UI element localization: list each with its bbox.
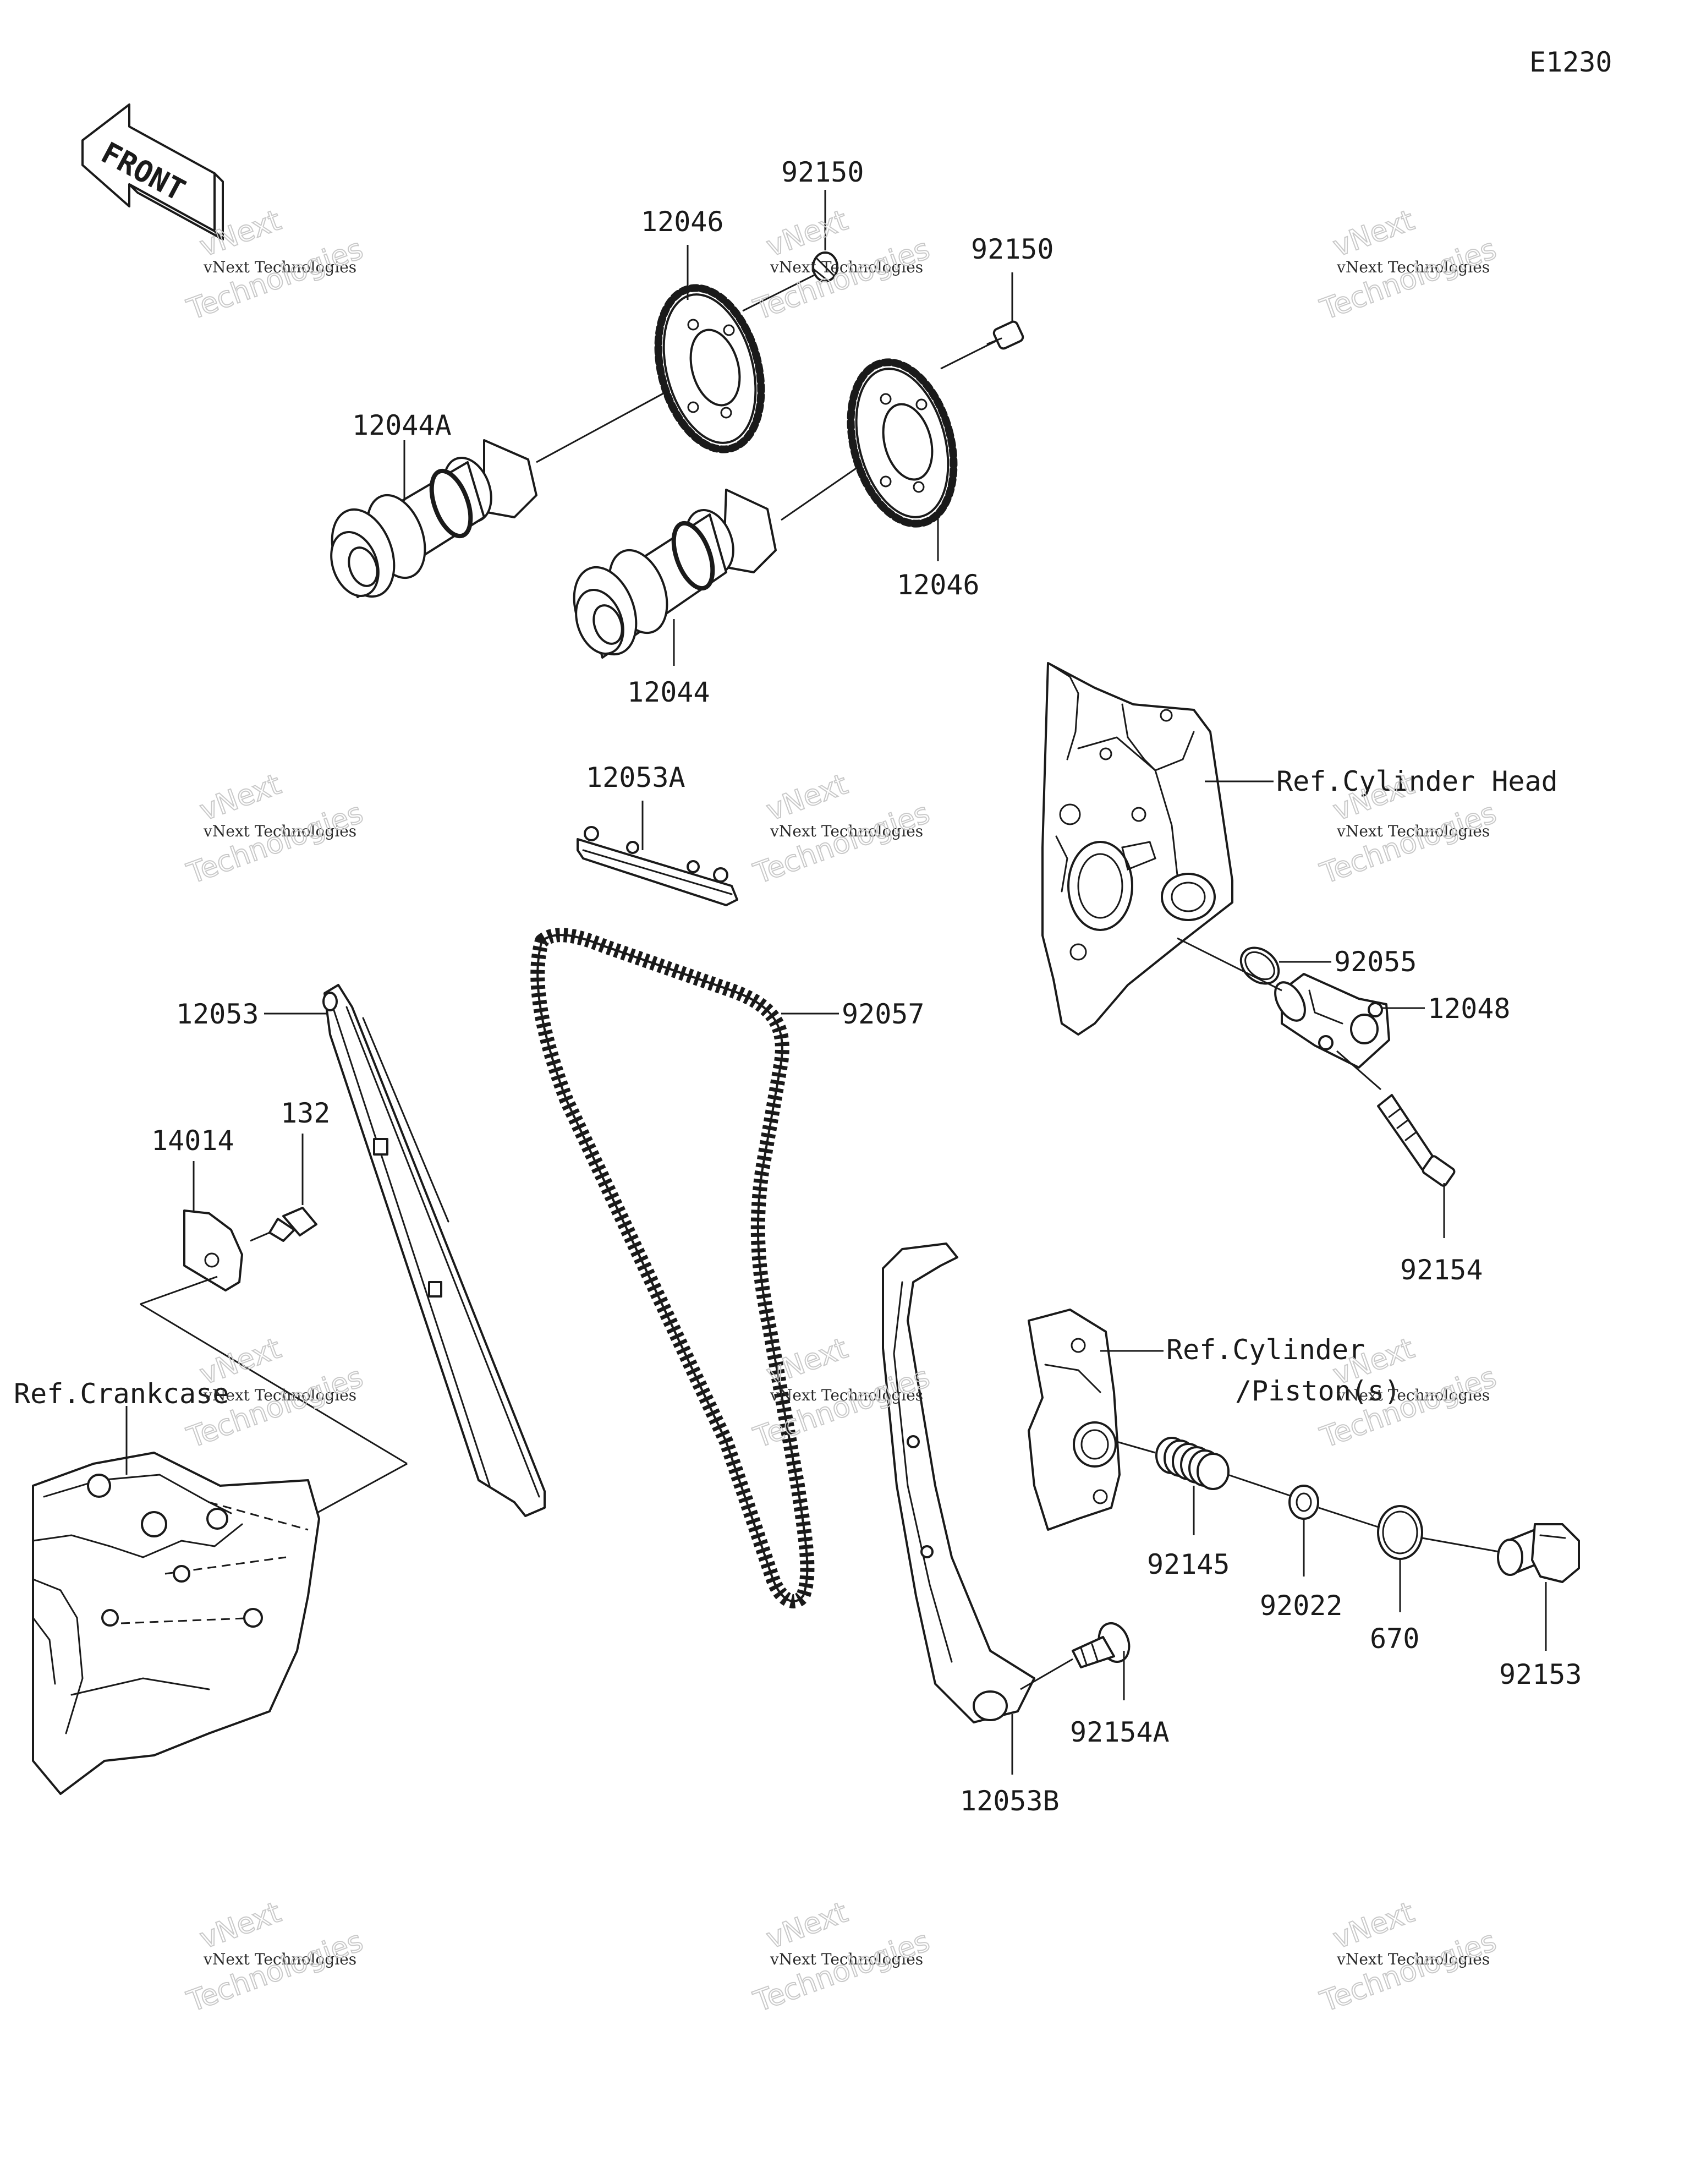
watermark-11: vNext vNext Technologies Technologies xyxy=(749,1895,934,2019)
part-label-12044: 12044 xyxy=(627,676,710,708)
bolt-92154a xyxy=(1072,1622,1131,1668)
guide-12053 xyxy=(322,984,546,1517)
svg-text:vNext: vNext xyxy=(195,1896,285,1955)
front-arrow-icon: FRONT xyxy=(81,103,224,240)
axis-upper-cam xyxy=(536,390,669,463)
part-label-92154: 92154 xyxy=(1400,1254,1483,1286)
svg-text:vNext Technologies: vNext Technologies xyxy=(770,822,923,840)
bracket-crankcase xyxy=(140,1276,408,1514)
camshaft-12044 xyxy=(573,489,777,659)
watermark-12: vNext vNext Technologies Technologies xyxy=(1315,1895,1501,2019)
part-label-12053a: 12053A xyxy=(586,762,685,793)
svg-text:vNext: vNext xyxy=(1329,204,1418,263)
watermark-5: vNext vNext Technologies Technologies xyxy=(749,767,934,891)
part-label-92150-right: 92150 xyxy=(971,233,1054,265)
axis-oring xyxy=(1318,1507,1379,1528)
cylinder-head-ref-drawing xyxy=(1041,662,1233,1036)
svg-text:vNext: vNext xyxy=(762,768,852,827)
svg-text:vNext Technologies: vNext Technologies xyxy=(1336,1386,1490,1404)
svg-text:vNext Technologies: vNext Technologies xyxy=(770,258,923,276)
bolt-92154 xyxy=(1377,1094,1456,1187)
svg-text:vNext Technologies: vNext Technologies xyxy=(770,1950,923,1968)
bolt-92150-right xyxy=(986,320,1024,350)
ref-cylinder-piston-line1: Ref.Cylinder xyxy=(1166,1334,1365,1366)
part-label-92057: 92057 xyxy=(842,998,925,1030)
axis-spring xyxy=(1116,1441,1156,1454)
leader-92150-right-axis xyxy=(940,340,996,370)
part-label-92022: 92022 xyxy=(1260,1590,1343,1622)
part-label-92055: 92055 xyxy=(1334,946,1417,978)
washer-92022 xyxy=(1288,1485,1319,1520)
svg-text:vNext Technologies: vNext Technologies xyxy=(1336,1950,1490,1968)
tensioner-12048 xyxy=(1274,973,1390,1069)
part-label-92154a: 92154A xyxy=(1070,1716,1170,1748)
svg-text:vNext Technologies: vNext Technologies xyxy=(203,822,356,840)
svg-text:vNext Technologies: vNext Technologies xyxy=(203,1950,356,1968)
watermark-7: vNext vNext Technologies Technologies xyxy=(182,1331,367,1455)
svg-text:vNext: vNext xyxy=(762,204,852,263)
plate-14014 xyxy=(183,1209,243,1291)
plug-92153 xyxy=(1497,1523,1580,1583)
cylinder-piston-ref-drawing xyxy=(1028,1309,1121,1531)
svg-text:vNext: vNext xyxy=(762,1896,852,1955)
part-label-12046-right: 12046 xyxy=(897,569,980,601)
axis-92154a xyxy=(1020,1658,1073,1690)
crankcase-ref-drawing xyxy=(32,1452,320,1795)
guide-12053b xyxy=(882,1242,1035,1723)
part-label-14014: 14014 xyxy=(151,1125,234,1157)
bolt-92150-left xyxy=(812,251,838,282)
diagram-code: E1230 xyxy=(1529,46,1612,78)
bolt-132 xyxy=(268,1207,317,1242)
part-label-670: 670 xyxy=(1370,1623,1419,1655)
part-label-12053b: 12053B xyxy=(960,1785,1060,1817)
watermark-3: vNext vNext Technologies Technologies xyxy=(1315,203,1501,327)
part-label-92145: 92145 xyxy=(1147,1548,1230,1580)
part-label-92153: 92153 xyxy=(1499,1658,1582,1690)
guide-12053a xyxy=(577,826,738,906)
ref-crankcase: Ref.Crankcase xyxy=(14,1378,229,1410)
leader-92150-left-axis xyxy=(742,274,815,312)
axis-tensioner-bolt xyxy=(1336,1050,1381,1091)
part-label-12053: 12053 xyxy=(176,998,259,1030)
axis-lower-cam xyxy=(781,464,862,521)
ref-cylinder-head: Ref.Cylinder Head xyxy=(1276,765,1558,797)
svg-text:vNext Technologies: vNext Technologies xyxy=(203,1386,356,1404)
axis-plug xyxy=(1422,1537,1500,1553)
svg-text:vNext: vNext xyxy=(1329,1896,1418,1955)
svg-text:vNext Technologies: vNext Technologies xyxy=(203,258,356,276)
timing-chain-92057 xyxy=(530,928,815,1608)
watermark-4: vNext vNext Technologies Technologies xyxy=(182,767,367,891)
watermark-10: vNext vNext Technologies Technologies xyxy=(182,1895,367,2019)
part-label-12046-left: 12046 xyxy=(641,206,724,238)
watermark-2: vNext vNext Technologies Technologies xyxy=(749,203,934,327)
axis-washer xyxy=(1227,1474,1291,1497)
oring-670 xyxy=(1377,1505,1423,1560)
axis-132 xyxy=(250,1231,270,1242)
spring-92145 xyxy=(1155,1437,1230,1490)
sprocket-12046-right xyxy=(847,358,958,528)
camshaft-12044a xyxy=(330,439,537,598)
part-label-132: 132 xyxy=(281,1097,330,1129)
svg-text:vNext Technologies: vNext Technologies xyxy=(1336,258,1490,276)
part-label-12048: 12048 xyxy=(1428,993,1511,1025)
part-label-92150-left: 92150 xyxy=(781,156,864,188)
axis-tensioner xyxy=(1177,937,1282,992)
svg-text:vNext Technologies: vNext Technologies xyxy=(1336,822,1490,840)
svg-text:vNext Technologies: vNext Technologies xyxy=(770,1386,923,1404)
ref-cylinder-piston-line2: /Piston(s) xyxy=(1235,1375,1401,1407)
sprocket-12046-left xyxy=(654,284,765,453)
svg-text:vNext: vNext xyxy=(195,768,285,827)
part-label-12044a: 12044A xyxy=(352,409,452,441)
